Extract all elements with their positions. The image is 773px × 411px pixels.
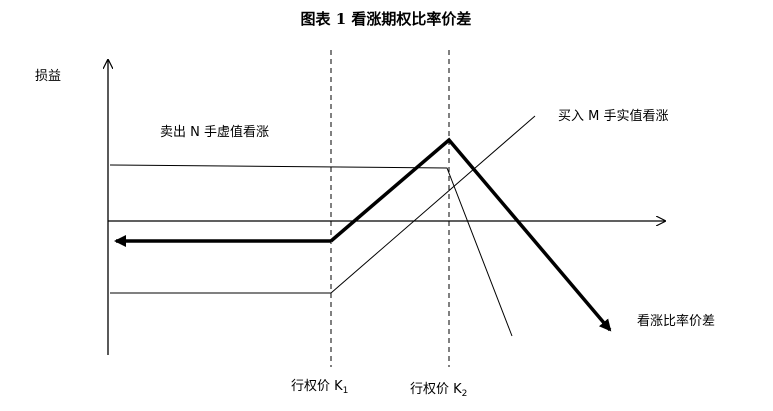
- buy-calls-payoff-line: [110, 115, 536, 294]
- buy-calls-label: 买入 M 手实值看涨: [558, 108, 668, 124]
- sell-calls-label: 卖出 N 手虚值看涨: [160, 124, 269, 140]
- spread-payoff-line: [329, 137, 612, 332]
- strike-k1-label: 行权价 K1: [291, 378, 348, 396]
- diagram-title: 图表 1 看涨期权比率价差: [301, 10, 472, 28]
- sell-calls-payoff-line: [109, 164, 513, 337]
- y-axis-label: 损益: [35, 69, 61, 84]
- spread-label: 看涨比率价差: [637, 313, 715, 329]
- strike-k2-label: 行权价 K2: [410, 381, 467, 399]
